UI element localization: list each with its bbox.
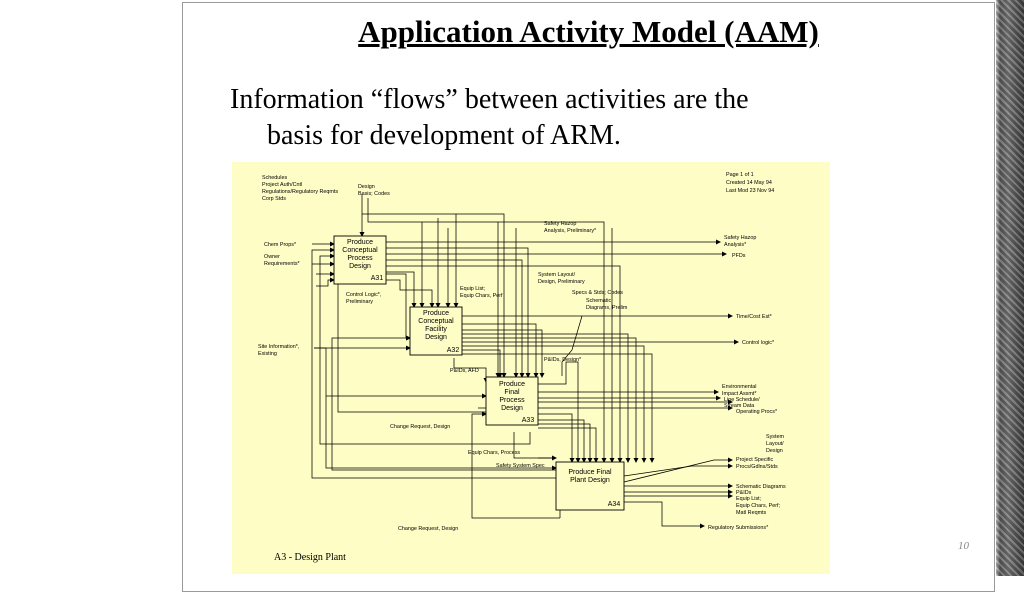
box-a33-line-1: Produce bbox=[499, 381, 525, 388]
label-equip-list-1: Equip List; bbox=[460, 286, 486, 292]
label-safety-hazop-prelim-1: Safety Hazop bbox=[544, 221, 576, 227]
output-schematic-diagrams: Schematic Diagrams bbox=[736, 484, 786, 490]
control-regulations: Regulations/Regulatory Reqmts bbox=[262, 189, 338, 195]
decorative-side-strip bbox=[996, 0, 1024, 576]
output-line-schedule-1: Line Schedule/ bbox=[724, 397, 760, 403]
box-a33-line-4: Design bbox=[501, 405, 523, 412]
label-equip-chars-process: Equip Chars, Process bbox=[468, 450, 520, 456]
output-equip-list-2: Equip Chars, Perf; bbox=[736, 503, 781, 509]
flow-lines bbox=[311, 194, 739, 529]
output-pids: P&IDs bbox=[736, 490, 752, 496]
slide-subtitle: Information “flows” between activities a… bbox=[230, 82, 930, 154]
box-a34-id: A34 bbox=[608, 501, 621, 508]
label-change-request-1: Change Request, Design bbox=[390, 424, 450, 430]
idef0-diagram: Produce Conceptual Process Design A31 Pr… bbox=[232, 162, 830, 574]
slide-number: 10 bbox=[958, 540, 969, 552]
label-safety-hazop-prelim-2: Analysis, Preliminary* bbox=[544, 228, 597, 234]
activity-box-a32 bbox=[409, 306, 463, 356]
box-a33-id: A33 bbox=[522, 417, 535, 424]
label-control-logic-2: Preliminary bbox=[346, 299, 373, 305]
control-corp-stds: Corp Stds bbox=[262, 196, 286, 202]
box-a33-line-3: Process bbox=[499, 397, 525, 404]
slide: Application Activity Model (AAM) Informa… bbox=[182, 0, 1024, 592]
output-system-layout-1: System bbox=[766, 434, 784, 440]
output-safety-hazop-2: Analysis* bbox=[724, 242, 747, 248]
label-pids-afd: P&IDs, AFD bbox=[450, 368, 479, 374]
output-env-impact-1: Environmental bbox=[722, 384, 756, 390]
label-system-layout-2: Design, Preliminary bbox=[538, 279, 585, 285]
subtitle-line-1: Information “flows” between activities a… bbox=[230, 84, 749, 115]
box-a31-line-3: Process bbox=[347, 255, 373, 262]
output-equip-list-1: Equip List; bbox=[736, 496, 762, 502]
figure-label: A3 - Design Plant bbox=[274, 552, 346, 563]
label-system-layout-1: System Layout/ bbox=[538, 272, 576, 278]
box-a33-line-2: Final bbox=[504, 389, 520, 396]
box-a32-line-4: Design bbox=[425, 334, 447, 341]
input-owner-2: Requirements* bbox=[264, 261, 301, 267]
output-project-specific-1: Project Specific bbox=[736, 457, 773, 463]
slide-title: Application Activity Model (AAM) bbox=[358, 14, 819, 49]
output-system-layout-3: Design bbox=[766, 448, 783, 454]
box-a32-line-3: Facility bbox=[425, 326, 447, 333]
control-design-basis-2: Basis; Codes bbox=[358, 191, 390, 197]
activity-box-a34 bbox=[555, 461, 625, 511]
output-pfds: PFDs bbox=[732, 253, 746, 259]
box-a31-line-1: Produce bbox=[347, 239, 373, 246]
activity-box-a31 bbox=[333, 235, 387, 285]
activity-box-a33 bbox=[485, 376, 539, 426]
output-line-schedule-2: Stream Data bbox=[724, 403, 754, 409]
control-project-auth: Project Auth/Cntl bbox=[262, 182, 302, 188]
output-project-specific-2: Procs/Gdlns/Stds bbox=[736, 464, 778, 470]
output-safety-hazop-1: Safety Hazop bbox=[724, 235, 756, 241]
label-schematic-prelim-2: Diagrams, Prelim bbox=[586, 305, 628, 311]
output-regulatory-submissions: Regulatory Submissions* bbox=[708, 525, 769, 531]
box-a31-line-4: Design bbox=[349, 263, 371, 270]
box-a31-id: A31 bbox=[371, 275, 384, 282]
box-a31-line-2: Conceptual bbox=[342, 247, 378, 254]
output-time-cost: Time/Cost Est* bbox=[736, 314, 773, 320]
output-env-impact-2: Impact Assmt* bbox=[722, 391, 757, 397]
control-schedules: Schedules bbox=[262, 175, 287, 181]
box-a32-line-1: Produce bbox=[423, 310, 449, 317]
control-design-basis-1: Design bbox=[358, 184, 375, 190]
label-pids-design: P&IDs, Design* bbox=[544, 357, 582, 363]
label-safety-system-spec: Safety System Spec bbox=[496, 463, 545, 469]
activity-boxes bbox=[333, 235, 625, 511]
box-a32-line-2: Conceptual bbox=[418, 318, 454, 325]
output-control-logic: Control logic* bbox=[742, 340, 775, 346]
diagram-labels: Schedules Project Auth/Cntl Regulations/… bbox=[258, 172, 786, 563]
label-control-logic-1: Control Logic*, bbox=[346, 292, 382, 298]
meta-last-mod: Last Mod 23 Nov 94 bbox=[726, 188, 774, 194]
output-system-layout-2: Layout/ bbox=[766, 441, 784, 447]
label-schematic-prelim-1: Schematic bbox=[586, 298, 611, 304]
box-a34-line-2: Plant Design bbox=[570, 477, 610, 484]
box-a32-id: A32 bbox=[447, 347, 460, 354]
activity-box-text: Produce Conceptual Process Design A31 Pr… bbox=[342, 239, 620, 508]
input-site-info-2: Existing bbox=[258, 351, 277, 357]
output-operating-procs: Operating Procs* bbox=[736, 409, 778, 415]
input-chem-props: Chem Props* bbox=[264, 242, 297, 248]
label-change-request-2: Change Request, Design bbox=[398, 526, 458, 532]
meta-created: Created 14 May 94 bbox=[726, 180, 772, 186]
box-a34-line-1: Produce Final bbox=[568, 469, 612, 476]
output-equip-list-3: Matl Reqmts bbox=[736, 510, 767, 516]
label-specs-stds: Specs & Stds; Codes bbox=[572, 290, 623, 296]
subtitle-line-2: basis for development of ARM. bbox=[267, 120, 621, 151]
input-site-info-1: Site Information*, bbox=[258, 344, 300, 350]
meta-page: Page 1 of 1 bbox=[726, 172, 754, 178]
label-equip-list-2: Equip Chars, Perf bbox=[460, 293, 503, 299]
input-owner-1: Owner bbox=[264, 254, 280, 260]
